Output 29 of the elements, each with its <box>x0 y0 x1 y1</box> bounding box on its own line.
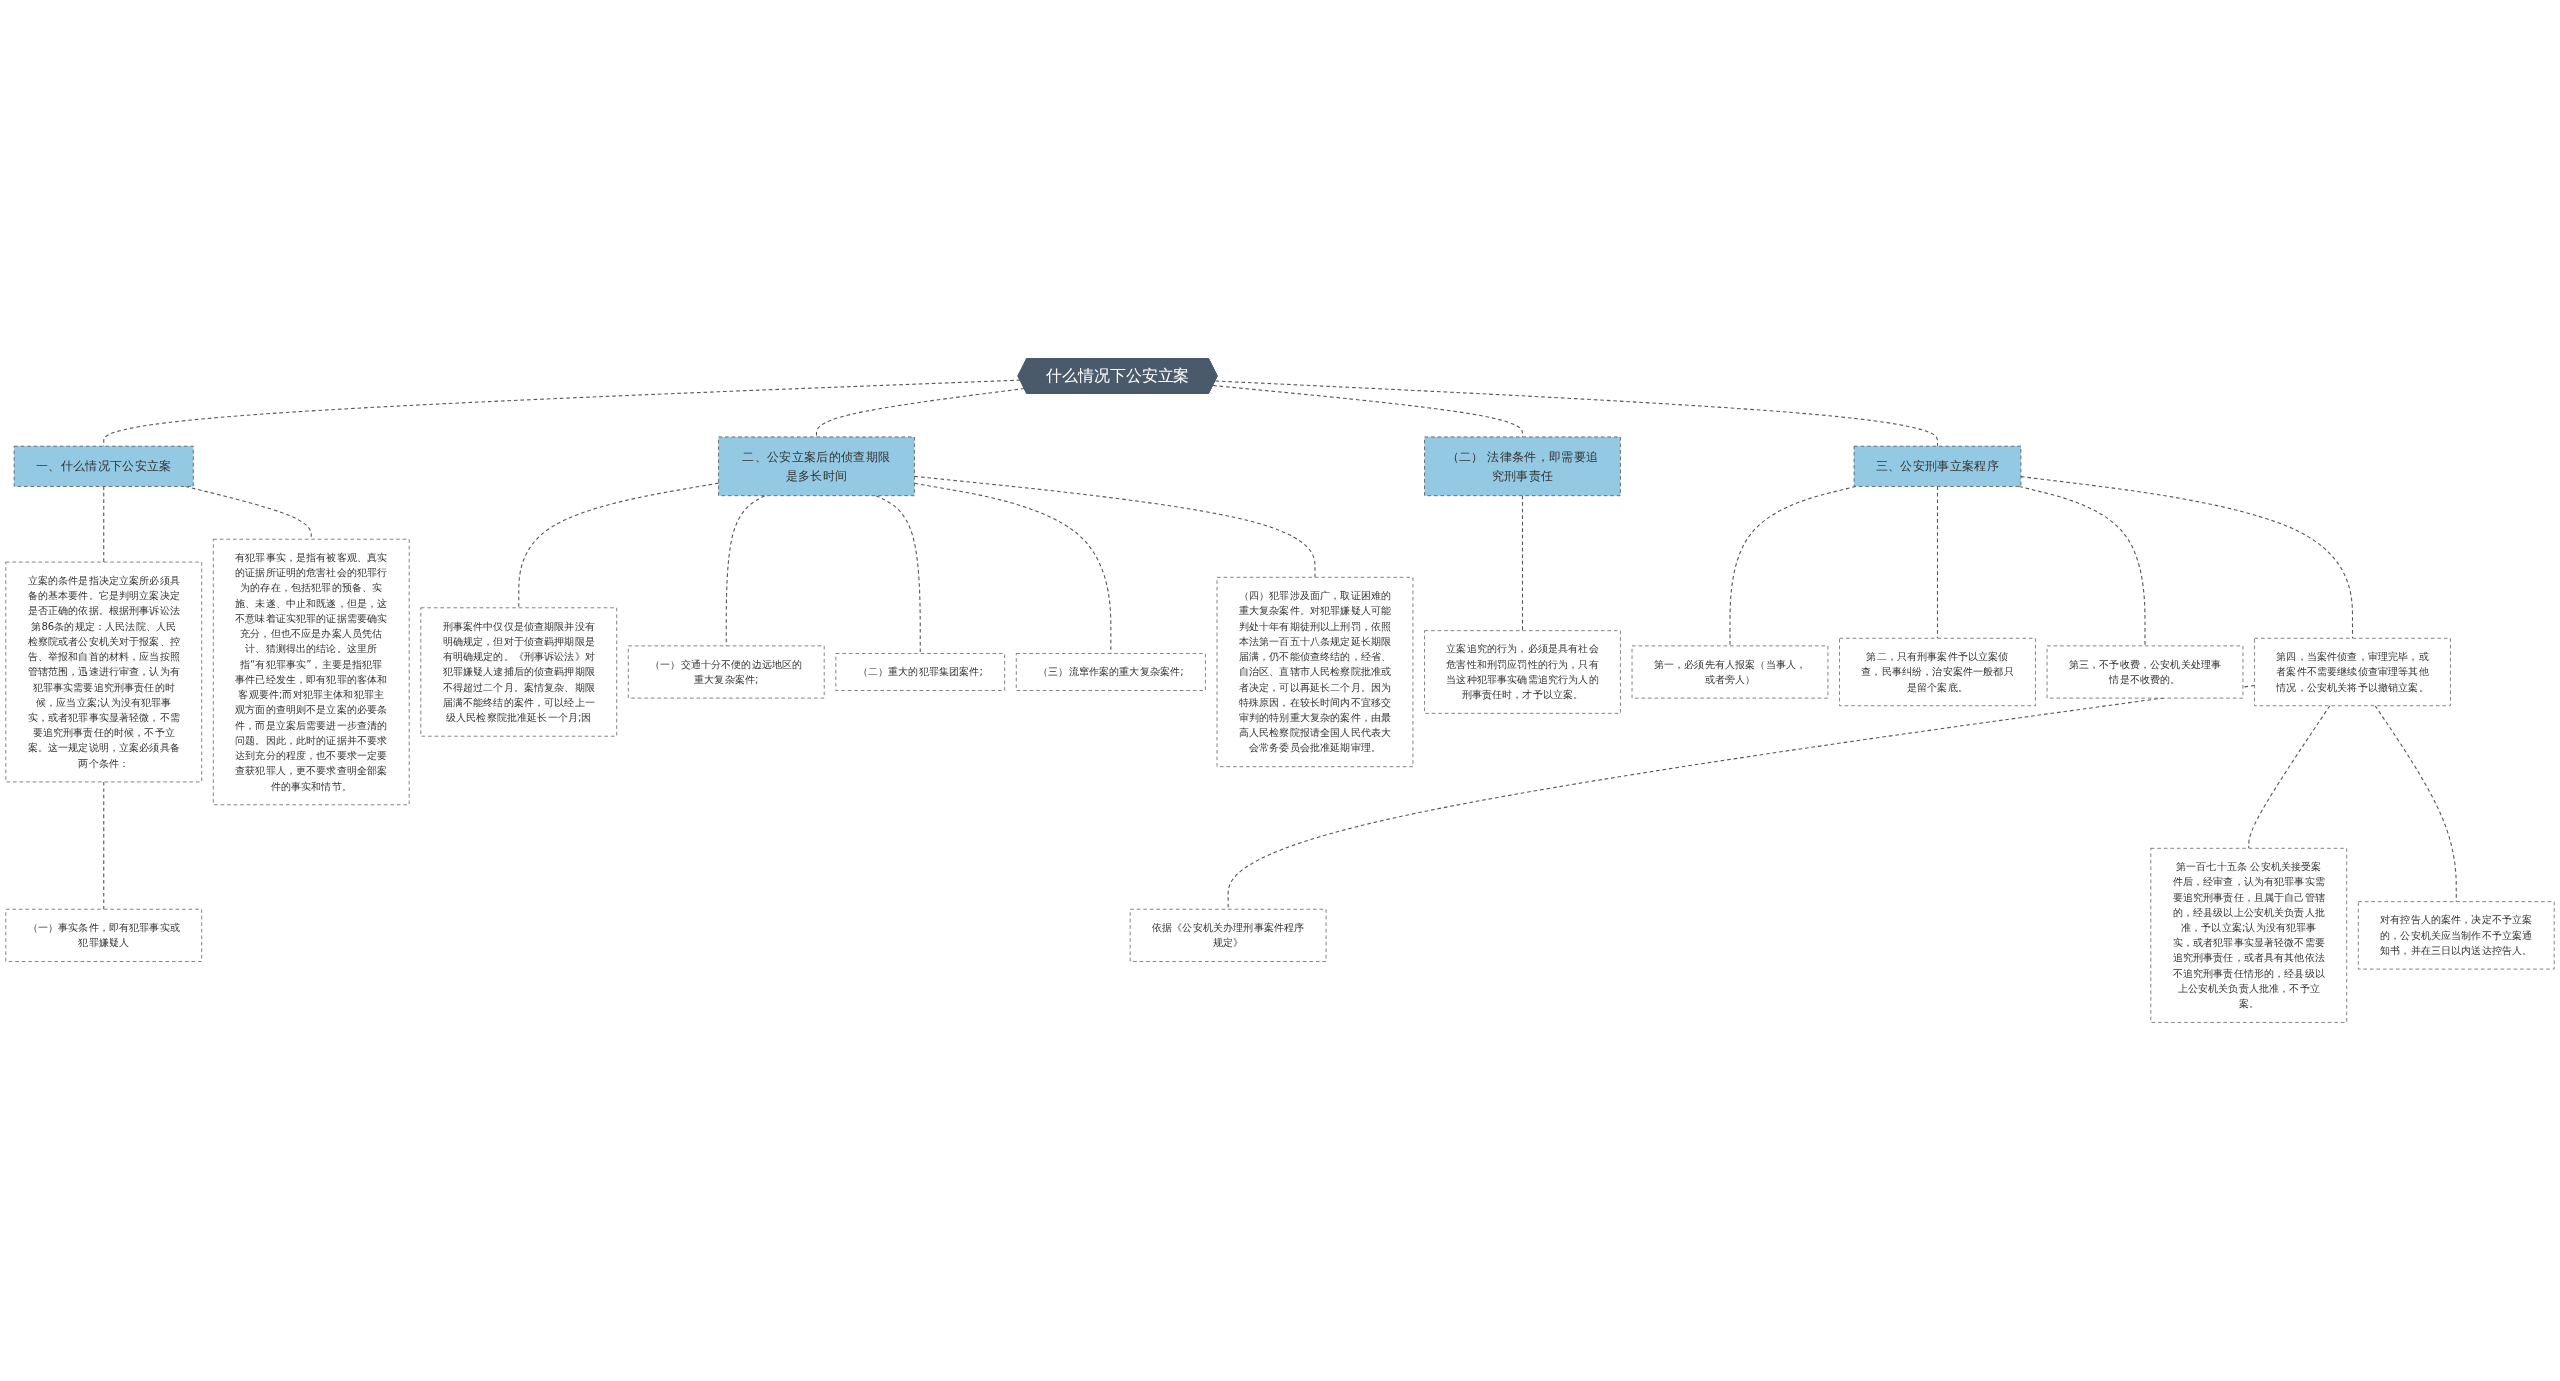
node-box: 第四，当案件侦查，审理完毕，或者案件不需要继续侦查审理等其他情况，公安机关将予以撤销立案。 <box>2254 637 2451 707</box>
node-box: 一、什么情况下公安立案 <box>13 445 194 487</box>
connector <box>103 781 105 910</box>
node-box: 第二，只有刑事案件予以立案侦查，民事纠纷，治安案件一般都只是留个案底。 <box>1839 637 2036 707</box>
node-box: 立案追究的行为，必须是具有社会危害性和刑罚应罚性的行为，只有当这种犯罪事实确需追究行为人的刑事责任时，才予以立案。 <box>1424 630 1621 714</box>
connector <box>518 482 720 609</box>
node-box: （一）交通十分不便的边远地区的重大复杂案件; <box>627 645 825 699</box>
node-box: 第一百七十五条 公安机关接受案件后，经审查，认为有犯罪事实需要追究刑事责任，且属于自己管辖的，经县级以上公安机关负责人批准，予以立案;认为没有犯罪事实，或者犯罪事实显著轻微不需要追究刑事责任，或者具有其他依法不追究刑事责任情形的，经县级以上公安机关负责人批准，不予立案。 <box>2150 847 2348 1023</box>
connector <box>1227 684 2256 910</box>
node-box: 二、公安立案后的侦查期限是多长时间 <box>718 436 915 497</box>
node-box: （二） 法律条件，即需要追究刑事责任 <box>1424 436 1621 497</box>
connector <box>913 475 1316 578</box>
node-box: 刑事案件中仅仅是侦查期限并没有明确规定，但对于侦查羁押期限是有明确规定的。《刑事诉讼法》对犯罪嫌疑人逮捕后的侦查羁押期限不得超过二个月。案情复杂、期限届满不能终结的案件，可以经上一级人民检察院批准延长一个月;因 <box>420 607 618 737</box>
node-box: （四）犯罪涉及面广，取证困难的重大复杂案件。对犯罪嫌疑人可能判处十年有期徒刑以上刑罚，依照本法第一百五十八条规定延长期限届满，仍不能侦查终结的，经省、自治区、直辖市人民检察院批准或者决定，可以再延长二个月。因为特殊原因，在较长时间内不宜移交审判的特别重大复杂的案件，由最高人民检察院报请全国人民代表大会常务委员会批准延期审理。 <box>1216 576 1414 768</box>
connector <box>1214 380 1939 447</box>
node-box: 第一，必须先有人报案（当事人，或者旁人） <box>1631 645 1829 699</box>
node-box: 依据《公安机关办理刑事案件程序规定》 <box>1129 908 1327 962</box>
connector <box>2248 705 2331 849</box>
node-box: 三、公安刑事立案程序 <box>1853 445 2022 487</box>
connector <box>103 485 105 563</box>
node-box: （二）重大的犯罪集团案件; <box>835 653 1006 691</box>
node-box: 对有控告人的案件，决定不予立案的，公安机关应当制作不予立案通知书，并在三日以内送达控告人。 <box>2357 901 2555 970</box>
connector <box>875 495 921 655</box>
node-box: 第三，不予收费，公安机关处理事情是不收费的。 <box>2046 645 2244 699</box>
connector <box>815 387 1025 438</box>
node-box: （三）流窜作案的重大复杂案件; <box>1015 653 1206 691</box>
node-box: 立案的条件是指决定立案所必须具备的基本要件。它是判明立案决定是否正确的依据。根据刑事诉讼法第86条的规定：人民法院、人民检察院或者公安机关对于报案、控告、举报和自首的材料，应当按照管辖范围，迅速进行审查，认为有犯罪事实需要追究刑事责任的时候，应当立案;认为没有犯罪事实，或者犯罪事实显著轻微，不需要追究刑事责任的时候，不予立案。这一规定说明，立案必须具备两个条件： <box>5 561 203 783</box>
node-box: （一）事实条件，即有犯罪事实或犯罪嫌疑人 <box>5 908 203 962</box>
node-box: 有犯罪事实，是指有被客观、真实的证据所证明的危害社会的犯罪行为的存在，包括犯罪的预备、实施、未遂、中止和既遂，但是，这不意味着证实犯罪的证据需要确实充分，但也不应是办案人员凭估计、猜测得出的结论。这里所指“有犯罪事实”，主要是指犯罪事件已经发生，即有犯罪的客体和客观要件;而对犯罪主体和犯罪主观方面的查明则不是立案的必要条件，而是立案后需要进一步查清的问题。因此，此时的证据并不要求达到充分的程度，也不要求一定要查获犯罪人，更不要求查明全部案件的事实和情节。 <box>212 538 410 806</box>
